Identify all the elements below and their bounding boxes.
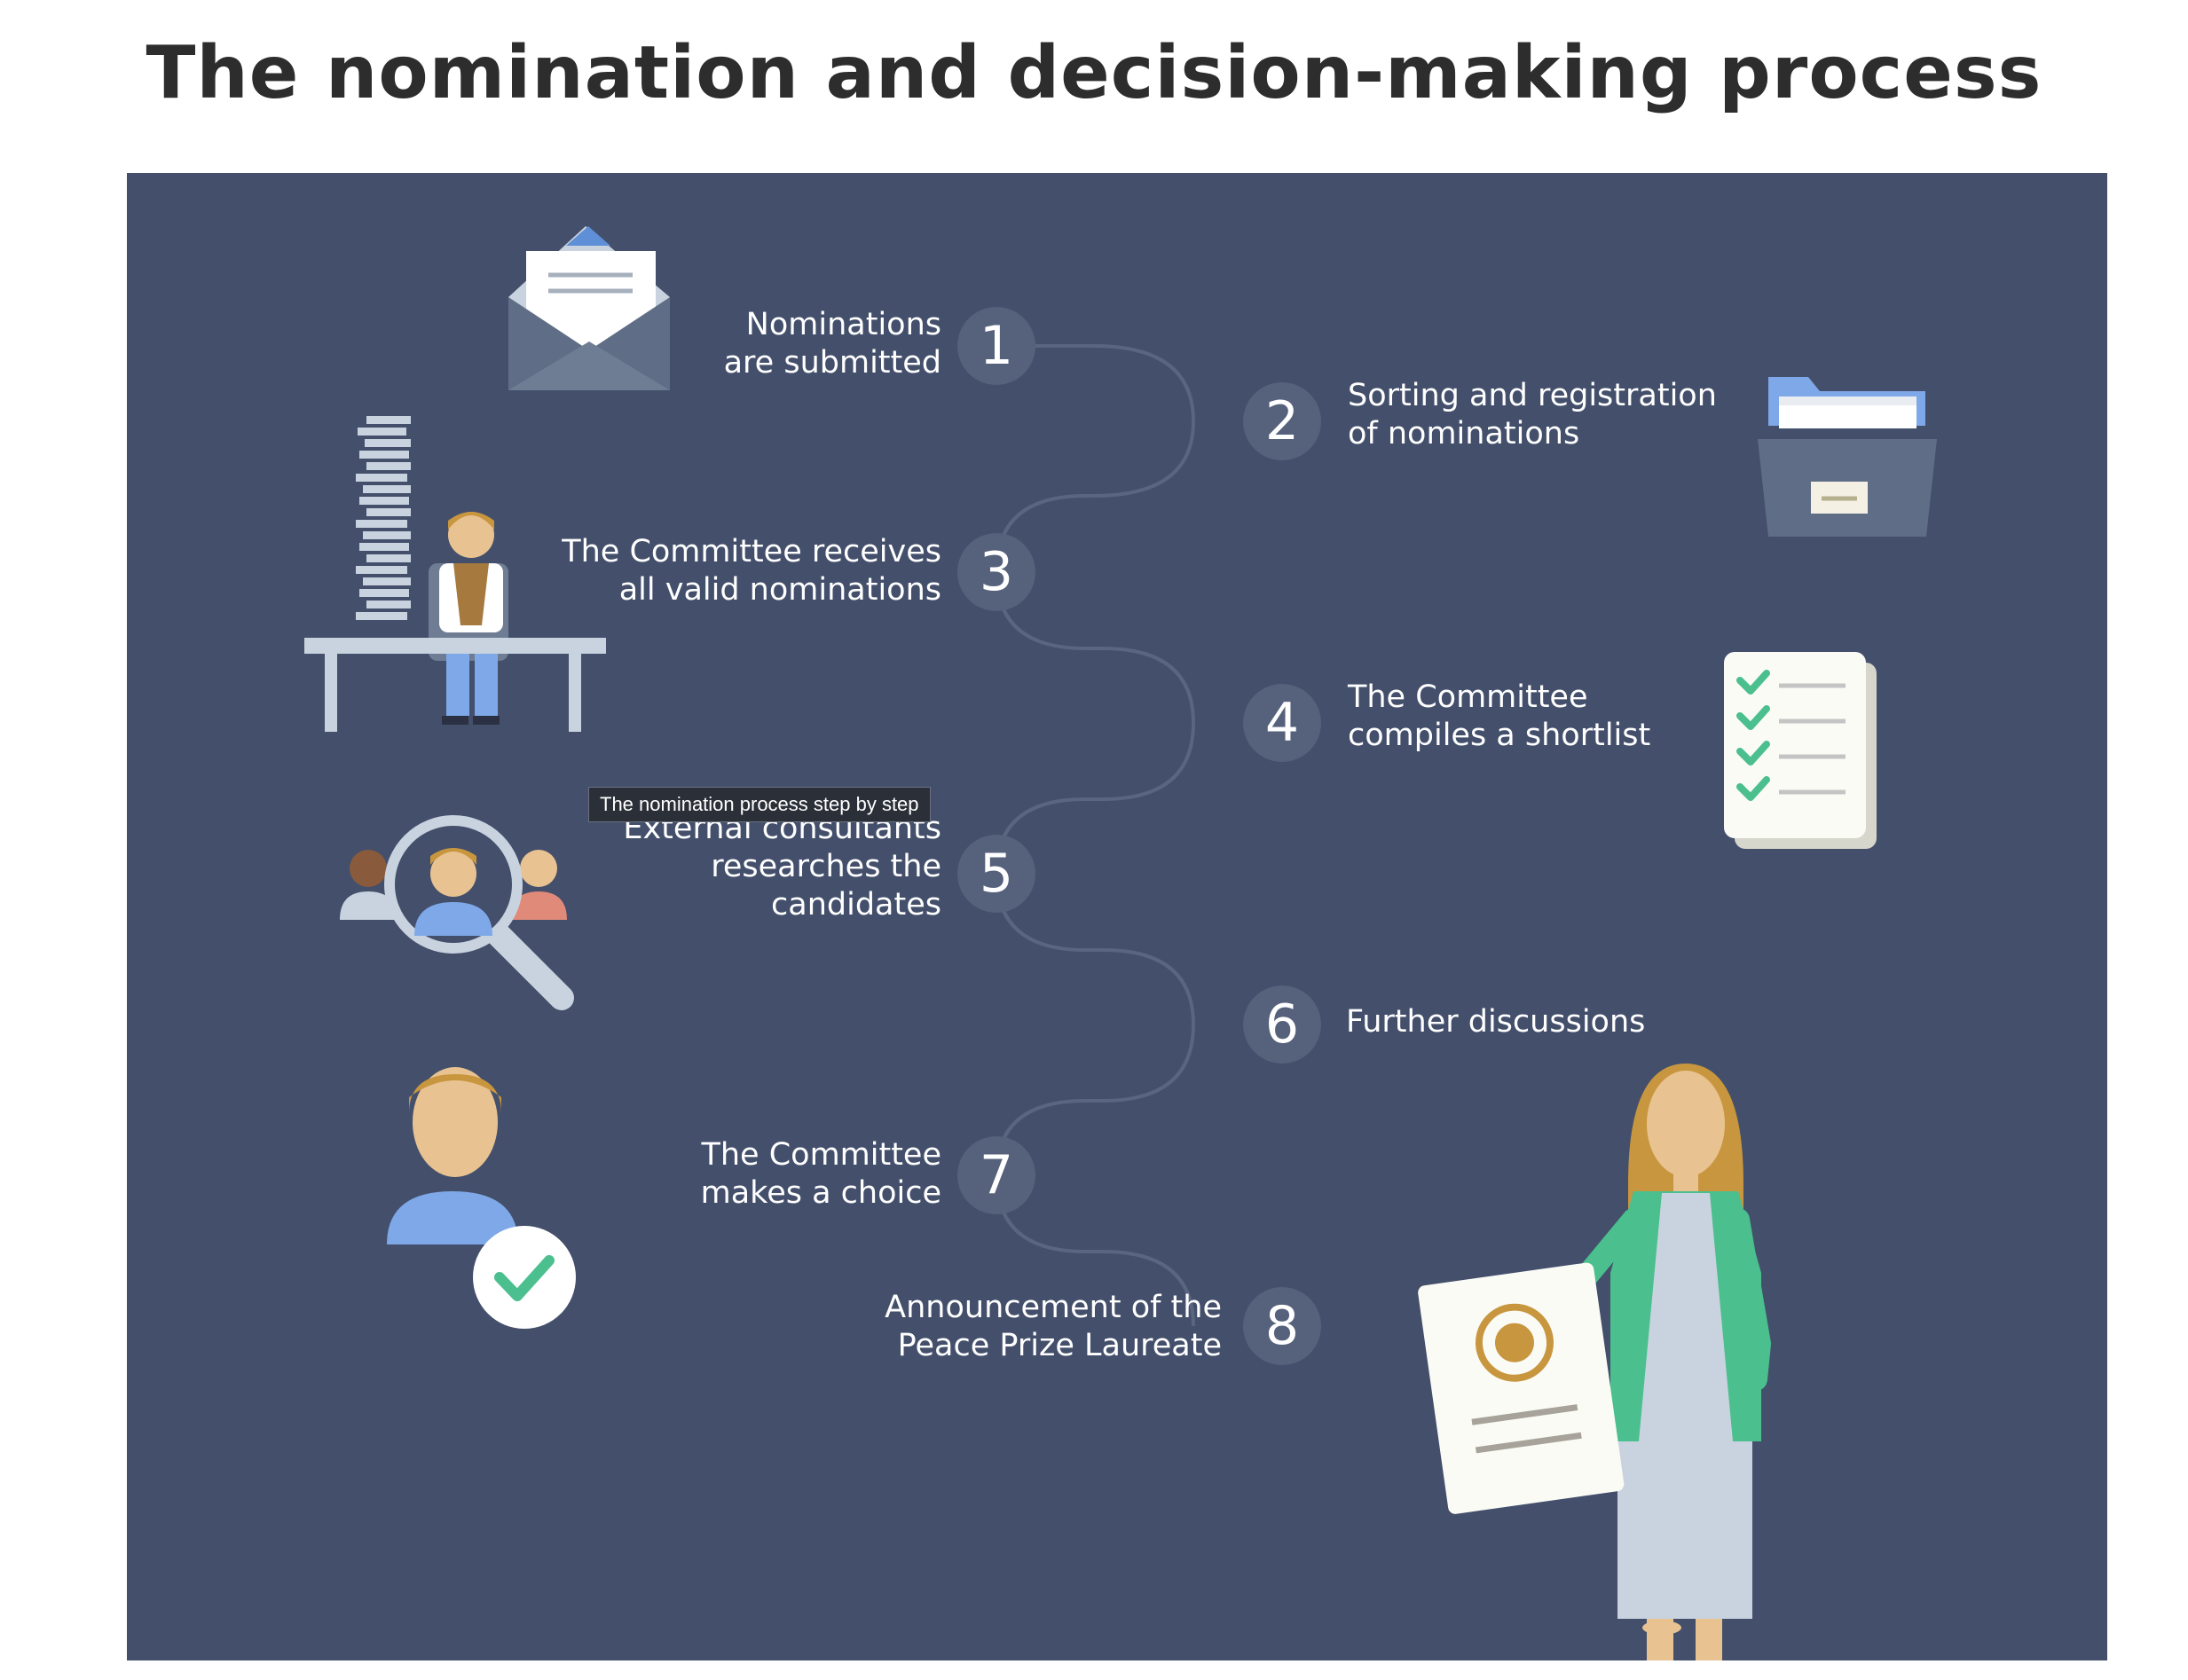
step-8-number: 8	[1243, 1287, 1321, 1365]
checklist-icon	[1724, 652, 1877, 849]
woman-with-certificate-icon	[1418, 1064, 1772, 1660]
step-8-label: Announcement of the Peace Prize Laureate	[885, 1290, 1222, 1363]
step-7-number: 7	[957, 1136, 1035, 1214]
image-tooltip: The nomination process step by step	[588, 787, 931, 822]
process-diagram: 1 2 3 4 5 6 7 8 Nominations are submitte…	[127, 173, 2107, 1660]
step-5-label: External consultants researches the cand…	[623, 811, 941, 922]
step-7-label: The Committee makes a choice	[700, 1137, 941, 1211]
step-1-label: Nominations are submitted	[723, 307, 941, 381]
step-4-label: The Committee compiles a shortlist	[1348, 679, 1651, 753]
envelope-icon	[508, 226, 670, 390]
step-3-number: 3	[957, 533, 1035, 611]
step-3-label: The Committee receives all valid nominat…	[562, 534, 941, 608]
diagram-artwork	[304, 226, 1937, 1660]
step-6-number: 6	[1243, 985, 1321, 1064]
step-1-number: 1	[957, 307, 1035, 385]
step-5-number: 5	[957, 835, 1035, 913]
step-2-label: Sorting and registration of nominations	[1348, 378, 1717, 451]
magnifier-people-icon	[340, 815, 574, 1010]
page-title: The nomination and decision-making proce…	[146, 31, 2042, 115]
desk-worker-icon	[304, 416, 606, 732]
person-check-icon	[387, 1067, 576, 1329]
step-6-label: Further discussions	[1346, 1004, 1646, 1040]
step-4-number: 4	[1243, 684, 1321, 762]
step-2-number: 2	[1243, 382, 1321, 460]
folder-cabinet-icon	[1758, 377, 1937, 537]
